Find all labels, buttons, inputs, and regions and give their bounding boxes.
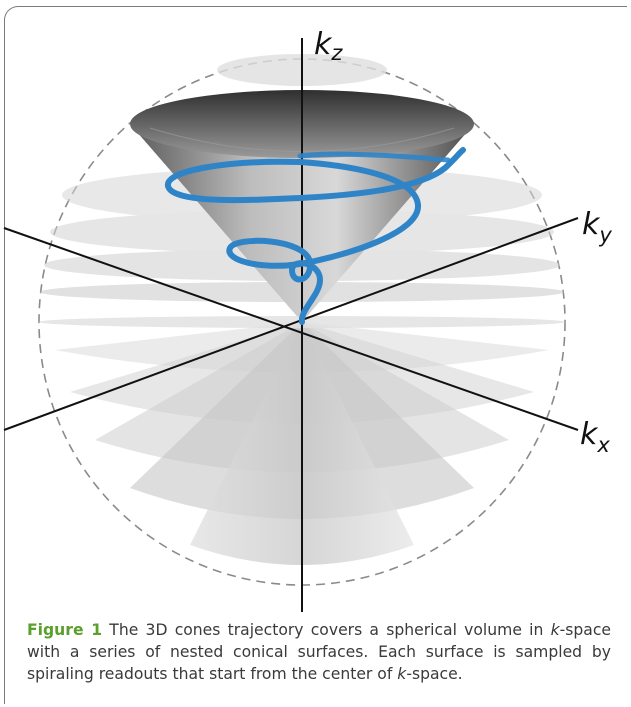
kz-axis-label: kz (314, 27, 343, 65)
figure-frame (4, 6, 627, 704)
kx-axis (3, 227, 579, 431)
ky-axis (3, 217, 579, 431)
caption-text-3: -space. (406, 665, 463, 683)
kx-axis-label: kx (580, 417, 610, 457)
caption-k-1: k (550, 621, 560, 639)
spiral-trajectory (165, 147, 466, 325)
figure-caption: Figure 1 The 3D cones trajectory covers … (27, 619, 611, 685)
figure-label: Figure 1 (27, 621, 103, 639)
caption-text-1: The 3D cones trajectory covers a spheric… (102, 621, 551, 639)
caption-k-2: k (397, 665, 407, 683)
cones-trajectory-diagram: kz ky kx (3, 27, 612, 612)
ky-axis-label: ky (582, 207, 612, 247)
caption-text-2: -space with a series of nested conical s… (27, 621, 611, 683)
